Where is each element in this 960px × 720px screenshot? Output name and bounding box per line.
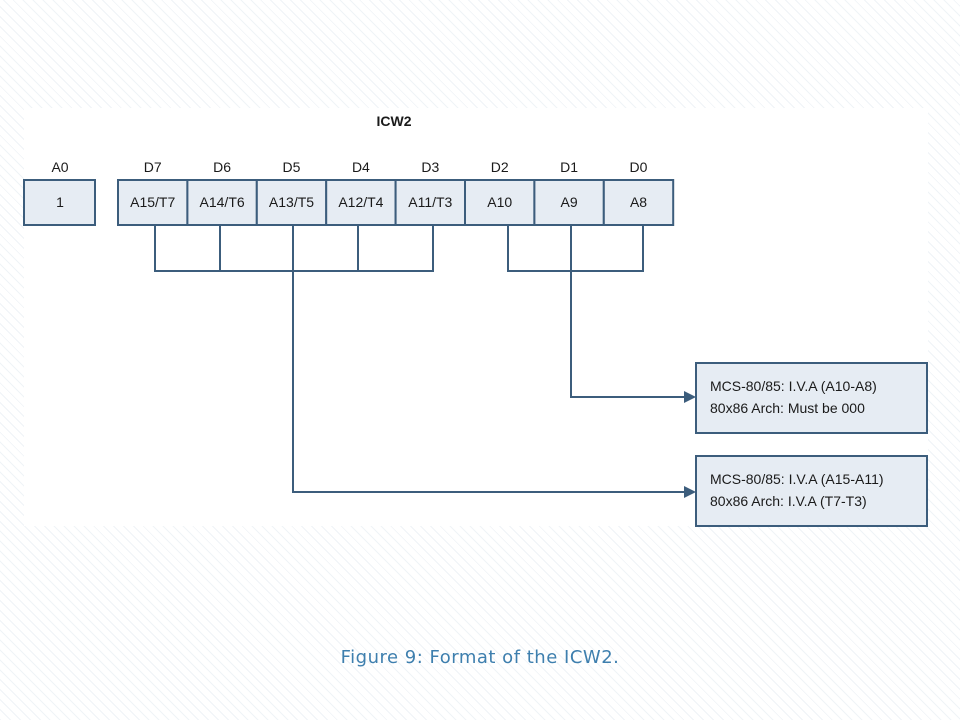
a0-cell [23, 179, 96, 226]
upper-bits-note-line-2: 80x86 Arch: I.V.A (T7-T3) [710, 493, 867, 509]
bit-value-d3: A11/T3 [408, 194, 452, 210]
bit-value-d4: A12/T4 [338, 194, 383, 210]
upper-bits-note-line-1: MCS-80/85: I.V.A (A15-A11) [710, 471, 884, 487]
upper-bits-note-box [695, 455, 928, 527]
bit-cell-d2 [464, 179, 536, 226]
bit-header-d3: D3 [421, 159, 439, 175]
a0-header: A0 [51, 159, 68, 175]
a0-value: 1 [56, 194, 64, 210]
bit-cell-d3 [394, 179, 467, 226]
lower-bits-arrowhead [684, 391, 696, 403]
bit-cell-d4 [325, 179, 397, 226]
bit-value-d6: A14/T6 [200, 194, 245, 210]
bit-value-d7: A15/T7 [130, 194, 175, 210]
bit-cell-d5 [255, 179, 328, 226]
bit-value-d2: A10 [487, 194, 512, 210]
bit-header-d1: D1 [560, 159, 578, 175]
lower-bits-note-line-2: 80x86 Arch: Must be 000 [710, 400, 865, 416]
bit-value-d1: A9 [561, 194, 578, 210]
bit-header-d2: D2 [491, 159, 509, 175]
bit-value-d0: A8 [630, 194, 647, 210]
bit-header-d7: D7 [144, 159, 162, 175]
bit-value-d5: A13/T5 [269, 194, 314, 210]
bit-header-d5: D5 [283, 159, 301, 175]
figure-caption: Figure 9: Format of the ICW2. [340, 647, 620, 668]
bit-header-d4: D4 [352, 159, 370, 175]
bit-cell-d1 [533, 179, 605, 226]
upper-bits-connector [292, 226, 686, 493]
lower-bits-note-line-1: MCS-80/85: I.V.A (A10-A8) [710, 378, 877, 394]
upper-bits-arrowhead [684, 486, 696, 498]
lower-bits-connector [570, 226, 686, 398]
diagram-title: ICW2 [377, 113, 412, 129]
lower-bits-note-box [695, 362, 928, 434]
bit-cell-d0 [602, 179, 675, 226]
bit-header-d0: D0 [630, 159, 648, 175]
bit-header-d6: D6 [213, 159, 231, 175]
